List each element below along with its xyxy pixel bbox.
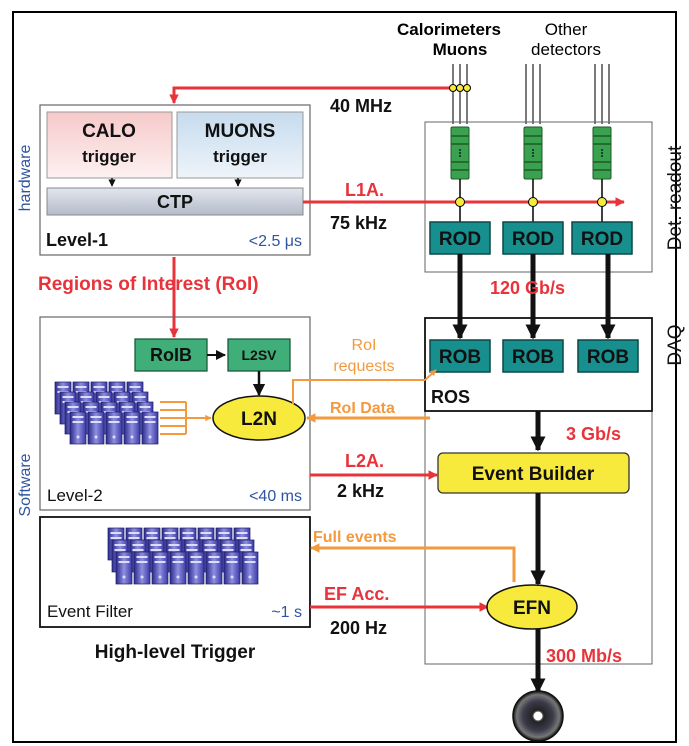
roi-requests-arrow [424,369,437,381]
muons-trigger-box [176,111,304,179]
outer-frame [12,11,677,743]
module-icon [450,126,470,180]
server-rack-icon [54,381,159,445]
muons-trigger-sublabel: trigger [213,147,267,166]
calorimeters-label: Calorimeters [397,20,501,39]
storage-disk-icon [512,690,564,742]
roib-label: RoIB [150,345,192,365]
bandwidth-300: 300 Mb/s [546,646,622,666]
level1-title: Level-1 [46,230,108,250]
l2n-node [212,395,306,441]
roib-box [134,338,208,372]
farm-to-l2n-links [160,401,212,435]
rate-40mhz: 40 MHz [330,96,392,116]
high-level-trigger-label: High-level Trigger [95,642,256,663]
level2-latency: <40 ms [249,488,302,505]
level2-title: Level-2 [47,486,103,505]
l2sv-label: L2SV [241,347,277,363]
calo-trigger-sublabel: trigger [82,147,136,166]
event-filter-latency: ~1 s [271,604,302,621]
svg-text:ROD: ROD [581,229,623,250]
event-builder-label: Event Builder [472,464,595,485]
svg-text:ROB: ROB [512,347,554,368]
red-arrow-40mhz [169,86,468,104]
rob-box: ROB [429,339,491,373]
muons-label: Muons [433,40,488,59]
l2a-label: L2A. [345,451,384,471]
det-readout-label: Det. readout [665,145,686,250]
tap-dot [463,84,471,92]
efn-node [486,584,578,630]
event-filter-box [39,516,311,628]
other-detectors-line2: detectors [531,40,601,59]
roi-requests-line1: RoI [352,337,377,354]
server-rack-icon [107,527,259,585]
rob-box: ROB [577,339,639,373]
l1a-tap [455,197,465,207]
rod-box: ROD [429,221,491,255]
svg-text:ROD: ROD [512,229,554,250]
software-label: Software [17,453,34,516]
other-detectors-line1: Other [545,20,588,39]
ros-label: ROS [431,387,470,407]
bandwidth-120: 120 Gb/s [490,278,565,298]
ctp-box [46,187,304,216]
daq-label: DAQ [665,324,686,365]
roi-data-label: RoI Data [330,400,395,417]
tap-dot [449,84,457,92]
rob-box: ROB [502,339,564,373]
ef-rate: 200 Hz [330,618,387,638]
l1a-label: L1A. [345,180,384,200]
svg-text:ROB: ROB [587,347,629,368]
module-icon [592,126,612,180]
l2sv-box [227,338,291,372]
level1-latency: <2.5 μs [249,233,302,250]
full-events-arrow [310,543,516,582]
l2n-label: L2N [241,409,277,430]
input-cables [452,64,610,124]
ef-acc-label: EF Acc. [324,584,389,604]
roi-requests-arrow [292,379,425,404]
l2a-rate: 2 kHz [337,481,384,501]
l1a-tap [597,197,607,207]
l1a-tap [528,197,538,207]
muons-trigger-label: MUONS [205,121,276,142]
event-filter-title: Event Filter [47,602,133,621]
event-builder-box [437,452,630,494]
module-icon [523,126,543,180]
det-readout-box [424,121,653,273]
hardware-label: hardware [17,145,34,212]
rod-box: ROD [502,221,564,255]
roi-requests-line2: requests [333,358,394,375]
ctp-label: CTP [157,192,193,212]
svg-text:ROB: ROB [439,347,481,368]
l1a-rate: 75 kHz [330,213,387,233]
full-events-label: Full events [313,529,397,546]
tap-dot [456,84,464,92]
rod-box: ROD [571,221,633,255]
calo-trigger-box [46,111,173,179]
bandwidth-3: 3 Gb/s [566,424,621,444]
svg-text:ROD: ROD [439,229,481,250]
efn-label: EFN [513,598,551,619]
regions-of-interest-label: Regions of Interest (RoI) [38,274,259,295]
calo-trigger-label: CALO [82,121,136,142]
